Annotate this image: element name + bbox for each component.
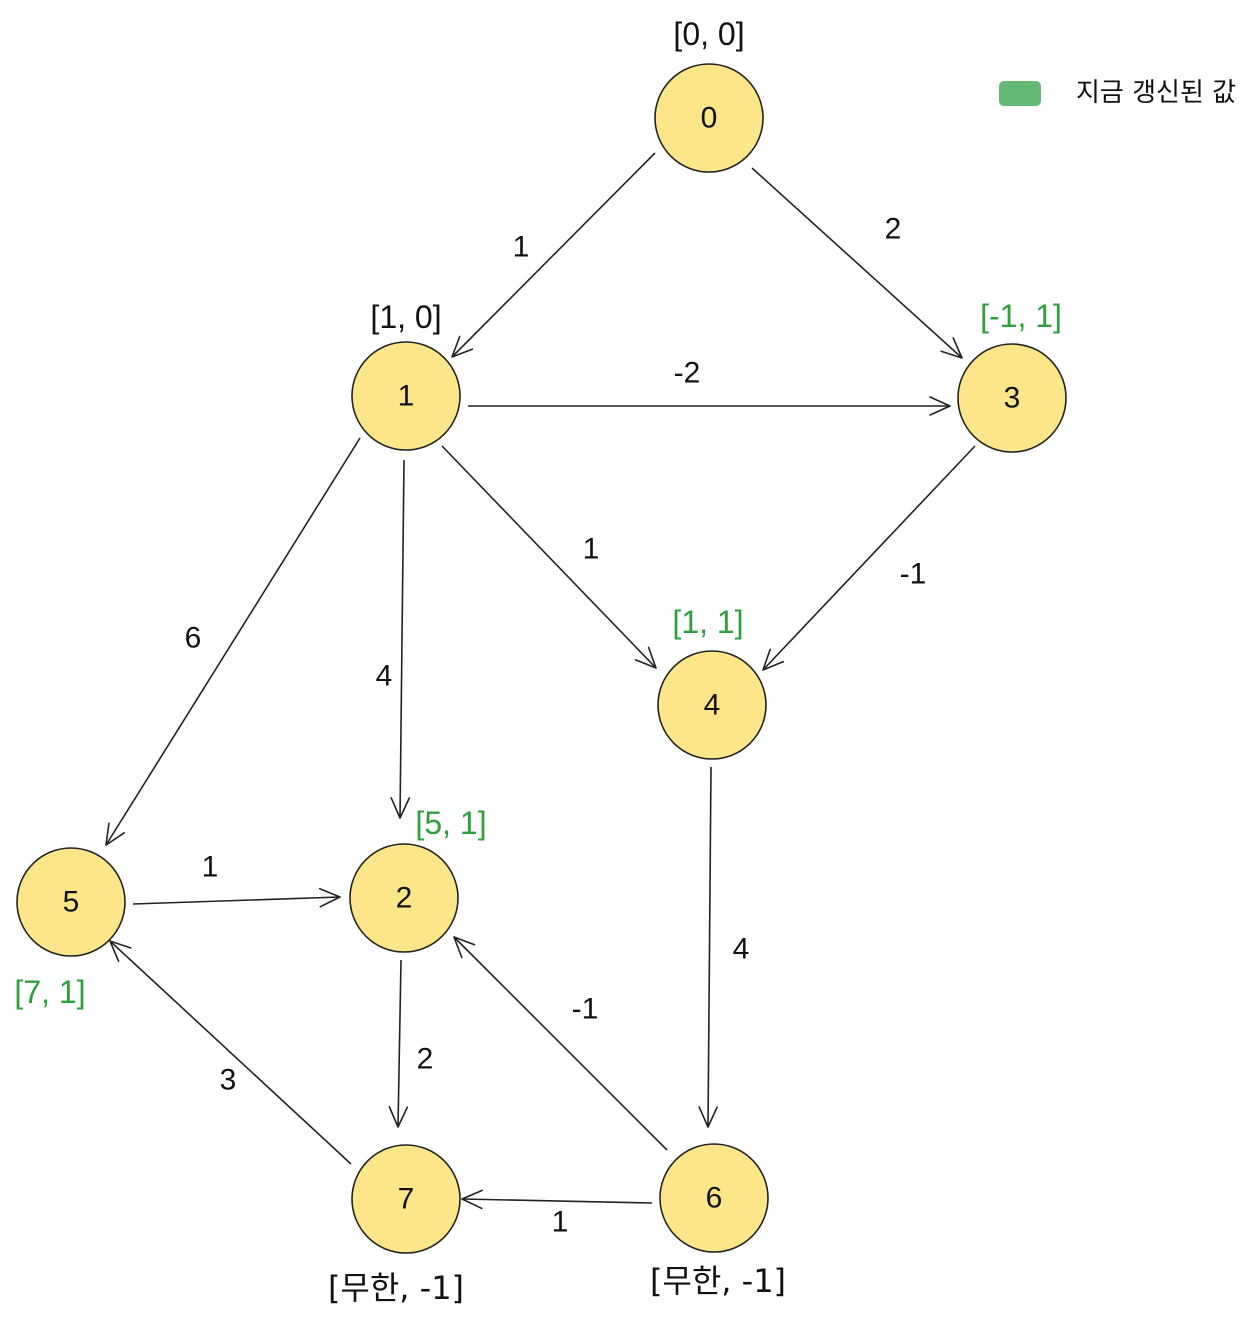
node-circle (659, 1143, 769, 1253)
edge-weight-label: 1 (513, 231, 530, 264)
edge-0-3: 2 (751, 167, 963, 359)
edge-line (707, 766, 712, 1128)
edge-weight-label: 2 (417, 1043, 434, 1076)
edge-1-3: -2 (468, 357, 951, 416)
arrow-head (929, 396, 951, 416)
edge-1-2: 4 (376, 459, 411, 819)
node-state-label: [무한, -1] (328, 1269, 464, 1307)
edge-line (132, 896, 341, 905)
edge-weight-label: -2 (674, 357, 701, 390)
edge-7-5: 3 (109, 940, 352, 1165)
edge-weight-label: -1 (572, 993, 599, 1026)
node-state-label: [0, 0] (673, 16, 744, 52)
node-label: 7 (398, 1183, 415, 1216)
arrow-head (698, 1106, 718, 1128)
edge-line (453, 936, 668, 1151)
edge-0-1: 1 (451, 152, 656, 358)
arrow-head (318, 887, 341, 908)
edge-weight-label: 6 (185, 622, 202, 655)
node-label: 2 (396, 882, 413, 915)
edge-6-2: -1 (453, 936, 668, 1151)
node-6: 6 [무한, -1] (650, 1143, 786, 1300)
edge-weight-label: 1 (583, 533, 600, 566)
edge-4-6: 4 (698, 766, 750, 1128)
edge-line (105, 437, 361, 846)
edge-line (397, 959, 402, 1128)
node-circle (349, 843, 459, 953)
arrow-head (453, 936, 476, 959)
node-state-label: [5, 1] (415, 805, 486, 841)
node-state-label: [7, 1] (14, 974, 85, 1010)
node-5: 5 [7, 1] (14, 847, 126, 1010)
node-label: 0 (701, 102, 718, 135)
edge-line (751, 167, 963, 359)
arrow-head (388, 1106, 409, 1128)
edge-weight-label: 4 (733, 933, 750, 966)
arrow-head (451, 335, 474, 358)
arrow-head (105, 822, 126, 846)
edge-3-4: -1 (762, 445, 976, 671)
node-state-label: [무한, -1] (650, 1262, 786, 1300)
edge-1-4: 1 (441, 445, 657, 669)
node-label: 4 (704, 689, 721, 722)
legend-swatch (999, 81, 1041, 106)
edge-1-5: 6 (105, 437, 361, 846)
edge-weight-label: 3 (220, 1064, 237, 1097)
edge-weight-label: 4 (376, 660, 393, 693)
edge-2-7: 2 (388, 959, 434, 1128)
edge-line (399, 459, 405, 819)
node-0: 0 [0, 0] (654, 16, 764, 173)
node-4: 4 [1, 1] (657, 604, 767, 760)
arrow-head (940, 337, 963, 359)
edges-layer: 1 2 -2 1 6 4 -1 4 1 2 -1 3 1 (105, 152, 976, 1239)
arrow-head (762, 648, 785, 671)
node-circle (657, 650, 767, 760)
node-3: 3 [-1, 1] (957, 298, 1067, 453)
node-circle (351, 1144, 461, 1254)
legend-label: 지금 갱신된 값 (1076, 78, 1236, 108)
node-2: 2 [5, 1] (349, 805, 487, 953)
edge-line (451, 152, 656, 358)
node-1: 1 [1, 0] (351, 299, 461, 451)
node-label: 1 (398, 380, 415, 413)
edge-5-2: 1 (132, 851, 341, 908)
node-circle (16, 847, 126, 957)
node-label: 3 (1004, 382, 1021, 415)
node-circle (351, 341, 461, 451)
node-circle (957, 343, 1067, 453)
edge-6-7: 1 (461, 1189, 653, 1239)
edge-line (461, 1198, 653, 1204)
arrow-head (109, 940, 132, 962)
edge-line (109, 940, 352, 1165)
edge-weight-label: 2 (885, 213, 902, 246)
node-state-label: [1, 1] (672, 604, 743, 640)
edge-weight-label: -1 (900, 558, 927, 591)
edge-line (441, 445, 657, 669)
legend: 지금 갱신된 값 (999, 78, 1236, 108)
edge-line (762, 445, 976, 671)
node-state-label: [1, 0] (370, 299, 441, 335)
node-7: 7 [무한, -1] (328, 1144, 464, 1307)
edge-weight-label: 1 (202, 851, 219, 884)
node-state-label: [-1, 1] (980, 298, 1062, 334)
arrow-head (634, 646, 657, 669)
node-circle (654, 63, 764, 173)
arrow-head (461, 1189, 483, 1210)
arrow-head (390, 797, 411, 819)
node-label: 6 (706, 1182, 723, 1215)
node-label: 5 (63, 886, 80, 919)
edge-weight-label: 1 (552, 1206, 569, 1239)
nodes-layer: 0 [0, 0] 1 [1, 0] 2 [5, 1] 3 [-1, 1] 4 [1, 1] 5 [7,… (14, 16, 1067, 1307)
